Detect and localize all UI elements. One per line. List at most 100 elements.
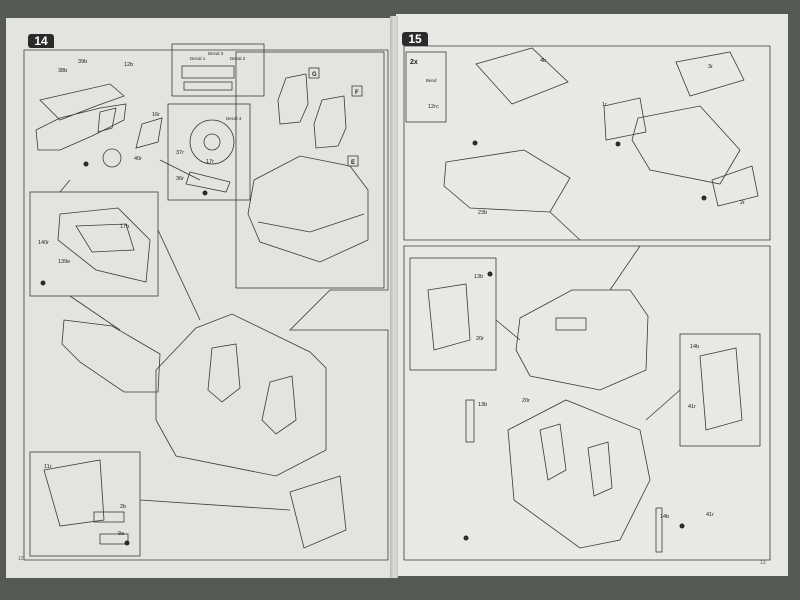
part-label: 39b bbox=[78, 59, 87, 65]
part-label: 13b bbox=[478, 402, 487, 408]
glue-marker bbox=[124, 540, 130, 546]
connector-line bbox=[59, 179, 71, 193]
seat-f-drawing bbox=[313, 95, 347, 149]
decal-label: Decal 3 bbox=[208, 51, 224, 56]
sunroof-drawing bbox=[555, 317, 587, 331]
side-panel-1r bbox=[603, 97, 647, 141]
seat-g-drawing bbox=[277, 73, 309, 125]
glue-marker bbox=[701, 195, 707, 201]
roof-panel-drawing bbox=[475, 47, 569, 105]
part-label: 1r bbox=[602, 102, 607, 108]
connector-line bbox=[549, 211, 581, 241]
part-label: 11r bbox=[44, 464, 52, 470]
wheel-column bbox=[185, 171, 231, 193]
seat-right-page-1 bbox=[539, 423, 567, 481]
part-label: 41r bbox=[688, 404, 696, 410]
part-label: 20r bbox=[476, 336, 484, 342]
side-panel-2r bbox=[711, 165, 759, 207]
dashboard-detail bbox=[97, 107, 117, 133]
passenger-seat-drawing bbox=[261, 375, 297, 435]
seat-right-page-2 bbox=[587, 441, 613, 497]
glue-marker bbox=[615, 141, 621, 147]
callout-step-box bbox=[29, 451, 141, 557]
part-label: 13b bbox=[474, 274, 483, 280]
side-step-assembly bbox=[289, 475, 347, 549]
bend-note: Bend bbox=[426, 78, 437, 83]
glue-marker bbox=[463, 535, 469, 541]
decal-strip bbox=[181, 65, 235, 79]
part-label: 14b bbox=[690, 344, 699, 350]
pillar-part-13b bbox=[465, 399, 475, 443]
dashboard-assembly-drawing bbox=[61, 319, 161, 393]
rear-wall-drawing bbox=[443, 149, 571, 213]
callout-right-side-box bbox=[679, 333, 761, 447]
step-15-badge: 15 bbox=[402, 32, 428, 46]
connector-line bbox=[157, 229, 201, 321]
connector-line bbox=[495, 319, 521, 341]
steering-wheel-drawing bbox=[189, 119, 235, 165]
callout-dash-box bbox=[29, 191, 159, 297]
tag-box-f bbox=[351, 85, 363, 97]
callout-bracket-box bbox=[405, 51, 447, 123]
cab-interior-assembly bbox=[155, 313, 327, 477]
cab-floor-e-drawing bbox=[247, 155, 369, 263]
tag-box-e bbox=[347, 155, 359, 167]
dash-closeup-detail bbox=[75, 223, 135, 253]
quantity-note: 2x bbox=[410, 59, 418, 66]
page-number-right: 13 bbox=[760, 560, 766, 566]
door-step-closeup bbox=[699, 347, 743, 431]
dashboard-part-drawing bbox=[35, 83, 127, 151]
page-number-left: 12 bbox=[18, 556, 24, 562]
decal-strip-lower bbox=[183, 81, 233, 91]
part-label: 17b bbox=[120, 224, 129, 230]
callout-cab-side-box bbox=[409, 257, 497, 371]
steering-wheel-small bbox=[102, 148, 122, 168]
glue-marker bbox=[472, 140, 478, 146]
cab-assembly-drawing bbox=[507, 399, 651, 549]
part-label: 4b bbox=[540, 58, 546, 64]
mirror-part-drawing bbox=[135, 117, 163, 149]
part-label: 17r bbox=[206, 159, 214, 165]
part-label: 38b bbox=[58, 68, 67, 74]
part-label: 14b bbox=[660, 514, 669, 520]
callout-wheel-box bbox=[167, 103, 251, 201]
connector-line bbox=[645, 389, 681, 421]
page-gutter bbox=[390, 16, 398, 578]
cab-roof-drawing bbox=[515, 289, 649, 391]
step-14-badge: 14 bbox=[28, 34, 54, 48]
part-label: 20r bbox=[522, 398, 530, 404]
glue-marker bbox=[40, 280, 46, 286]
part-label: 9a bbox=[118, 531, 125, 537]
part-label: 12b bbox=[124, 62, 133, 68]
decal-label: Decal 1 bbox=[190, 56, 206, 61]
part-label: 23b bbox=[478, 210, 487, 216]
tag-letter: F bbox=[355, 90, 359, 96]
connector-line bbox=[139, 499, 291, 511]
part-label: 37r bbox=[176, 150, 184, 156]
bunk-panel-drawing bbox=[675, 51, 745, 97]
part-label: 139e bbox=[58, 259, 70, 265]
glue-marker bbox=[679, 523, 685, 529]
part-label: 36r bbox=[176, 176, 184, 182]
part-label: 41r bbox=[706, 512, 714, 518]
connector-line bbox=[159, 159, 201, 181]
part-label: 2b bbox=[120, 504, 126, 510]
connector-line bbox=[69, 295, 121, 331]
cab-side-closeup bbox=[427, 283, 471, 351]
glue-marker bbox=[202, 190, 208, 196]
part-label: 3r bbox=[708, 64, 713, 70]
decal-label: Decal 4 bbox=[226, 116, 242, 121]
bed-assembly-drawing bbox=[631, 105, 741, 185]
step15-top-panel bbox=[403, 45, 771, 241]
cab-floor-detail bbox=[257, 213, 365, 233]
tag-box-g bbox=[308, 67, 320, 79]
glue-marker bbox=[487, 271, 493, 277]
dash-closeup-drawing bbox=[57, 207, 151, 283]
driver-seat-drawing bbox=[207, 343, 241, 403]
part-label: 40r bbox=[134, 156, 142, 162]
part-label: 140r bbox=[38, 240, 49, 246]
step15-bottom-panel bbox=[403, 245, 771, 561]
connector-line bbox=[609, 245, 641, 291]
